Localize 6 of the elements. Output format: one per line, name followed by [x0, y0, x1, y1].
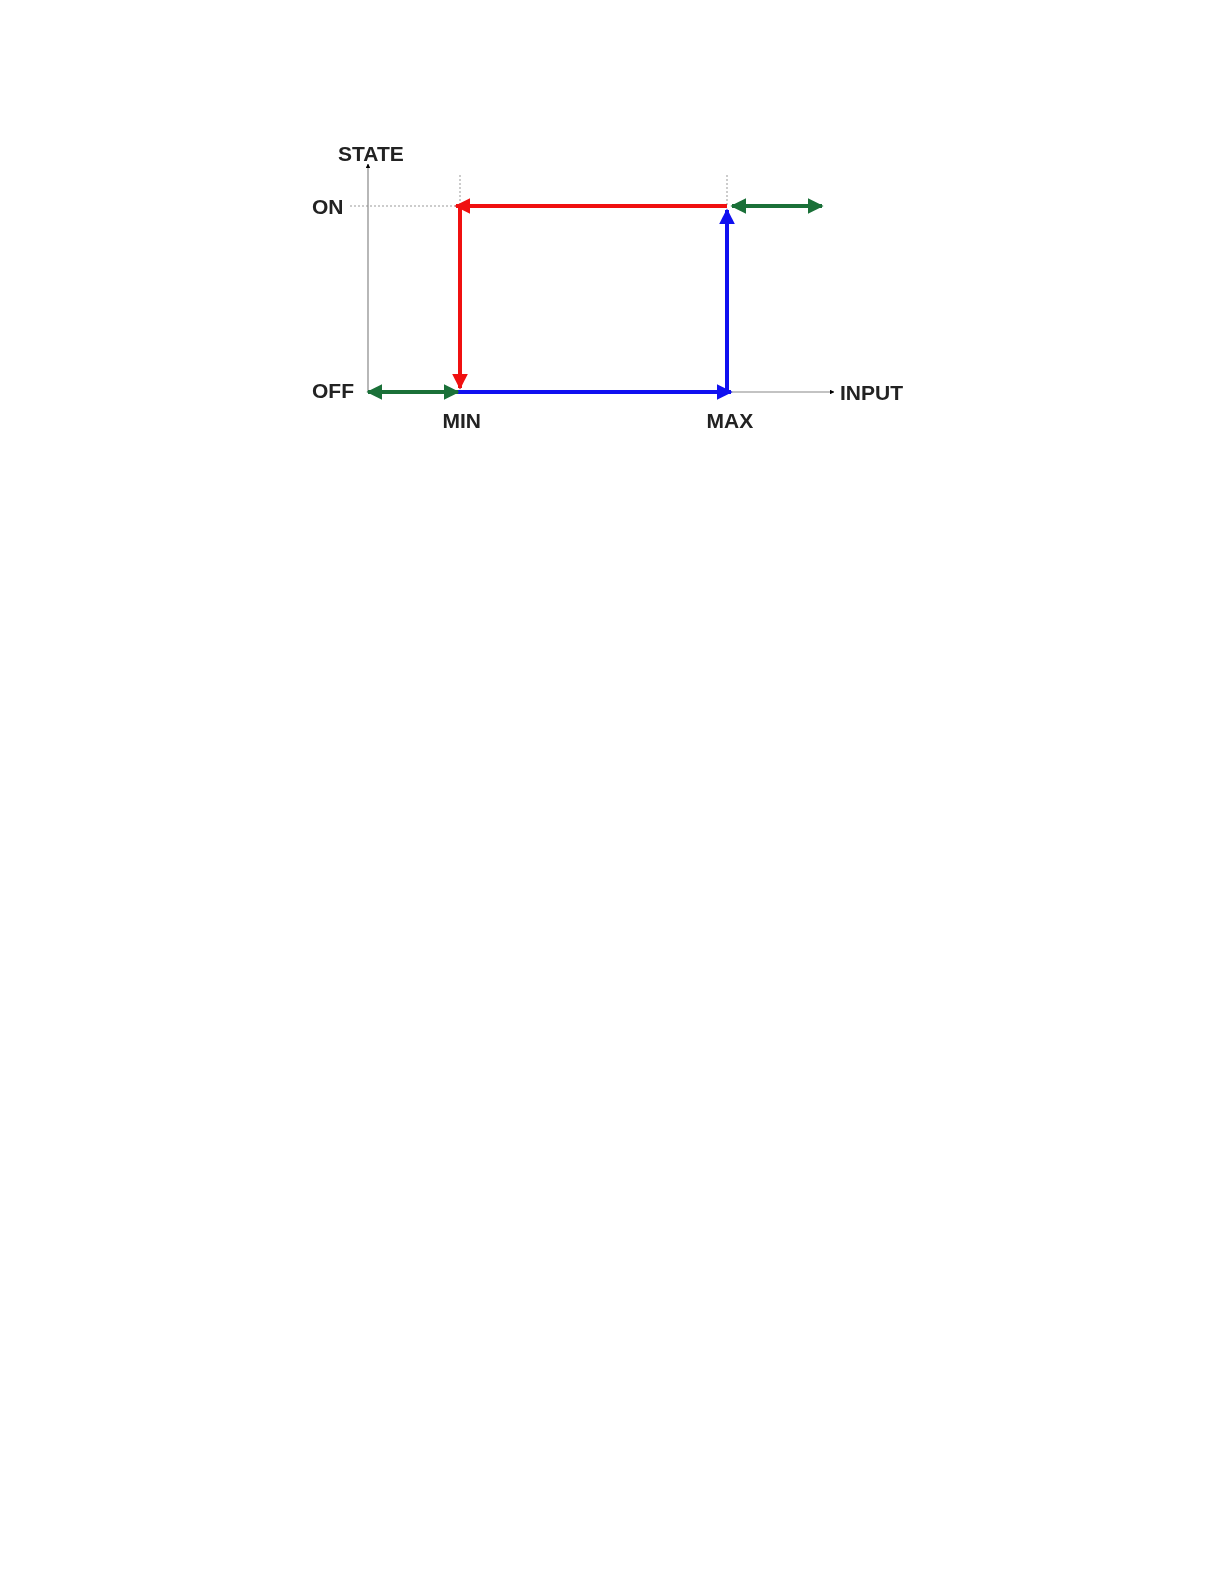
state-label: OFF	[312, 380, 354, 401]
threshold-label: MIN	[442, 410, 481, 431]
threshold-label: MAX	[706, 410, 754, 431]
state-label: ON	[312, 196, 344, 217]
axis-label: INPUT	[840, 382, 903, 403]
axis-label: STATE	[338, 143, 404, 164]
